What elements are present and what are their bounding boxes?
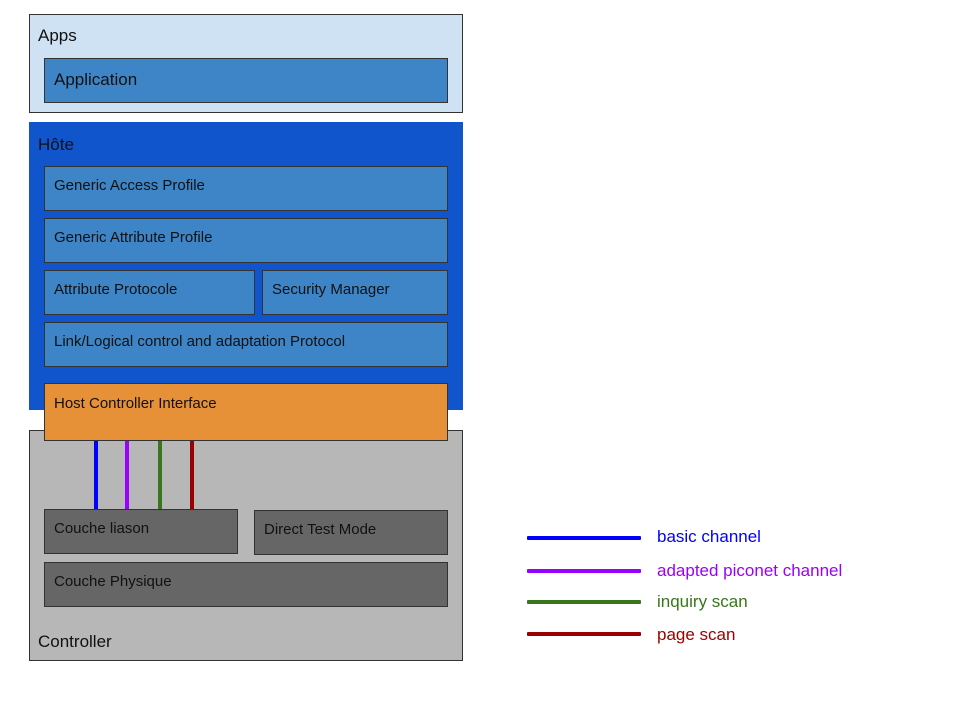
application-layer: Application xyxy=(44,58,448,103)
controller-title: Controller xyxy=(38,632,112,651)
security-manager-layer: Security Manager xyxy=(262,270,448,315)
legend-line-basic-channel xyxy=(527,536,641,540)
legend-label-basic-channel: basic channel xyxy=(657,527,761,546)
legend-label-adapted-piconet-channel: adapted piconet channel xyxy=(657,561,843,580)
legend-line-page-scan xyxy=(527,632,641,636)
inquiry-scan-line xyxy=(158,440,162,510)
legend-line-inquiry-scan xyxy=(527,600,641,604)
apps-title: Apps xyxy=(38,26,77,45)
generic-access-profile-layer: Generic Access Profile xyxy=(44,166,448,211)
page-scan-line xyxy=(190,440,194,510)
direct-test-mode-layer: Direct Test Mode xyxy=(254,510,448,555)
adapted-piconet-channel-line xyxy=(125,440,129,510)
legend-label-page-scan: page scan xyxy=(657,625,736,644)
host-title: Hôte xyxy=(38,135,74,154)
basic-channel-line xyxy=(94,440,98,510)
l2cap-layer: Link/Logical control and adaptation Prot… xyxy=(44,322,448,367)
link-layer: Couche liason xyxy=(44,509,238,554)
attribute-protocol-layer: Attribute Protocole xyxy=(44,270,255,315)
legend-line-adapted-piconet-channel xyxy=(527,569,641,573)
generic-attribute-profile-layer: Generic Attribute Profile xyxy=(44,218,448,263)
physical-layer: Couche Physique xyxy=(44,562,448,607)
host-controller-interface-layer: Host Controller Interface xyxy=(44,383,448,441)
legend-label-inquiry-scan: inquiry scan xyxy=(657,592,748,611)
